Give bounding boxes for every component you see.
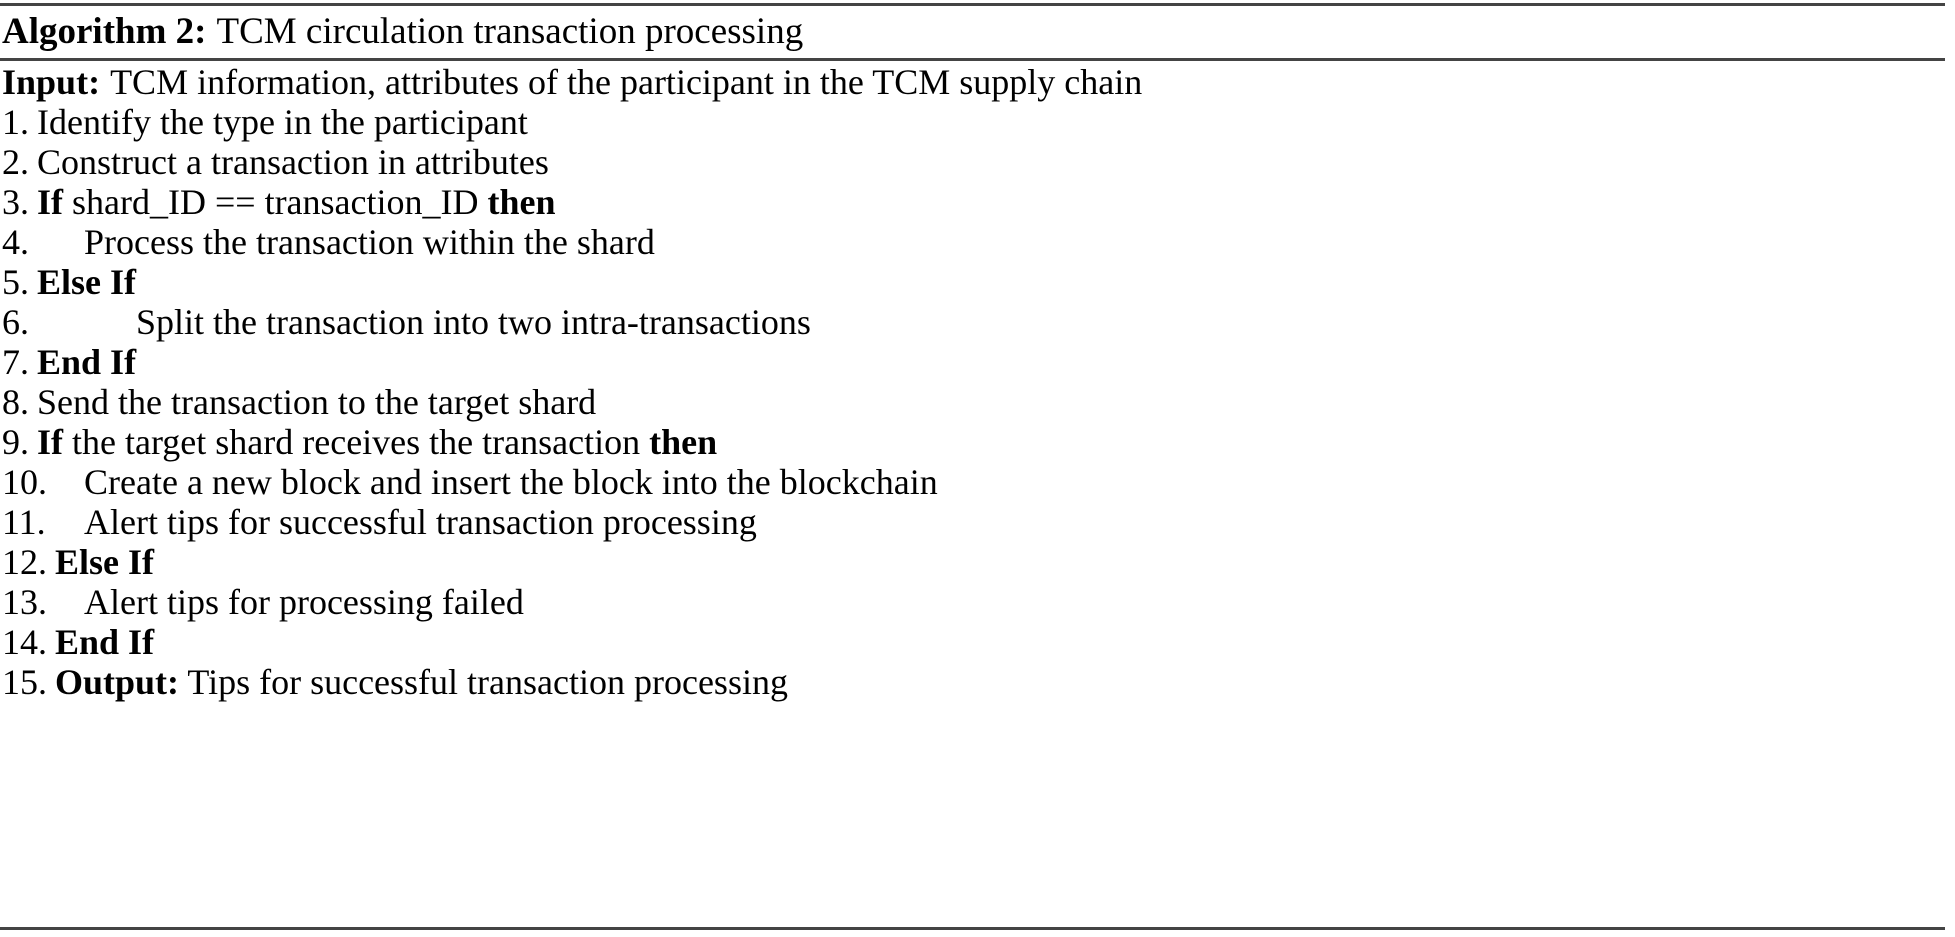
algorithm-step-number: 3. [2,182,29,222]
algorithm-step-text: Tips for successful transaction processi… [179,662,788,702]
algorithm-step-number: 11. [2,502,46,542]
algorithm-body: Input:TCM information, attributes of the… [2,62,1947,702]
algorithm-step-text: shard_ID == transaction_ID [63,182,488,222]
algorithm-step: 5.Else If [2,262,1947,302]
algorithm-step: 15.Output: Tips for successful transacti… [2,662,1947,702]
algorithm-step-number: 1. [2,102,29,142]
algorithm-caption-label: Algorithm 2: [2,11,207,52]
algorithm-step-text: Process the transaction within the shard [84,222,655,262]
algorithm-step: 12.Else If [2,542,1947,582]
algorithm-top-rule [0,3,1945,6]
algorithm-step: 7.End If [2,342,1947,382]
algorithm-step-number: 13. [2,582,47,622]
algorithm-keyword: then [649,422,718,462]
algorithm-step-text: Create a new block and insert the block … [84,462,938,502]
algorithm-caption-title: TCM circulation transaction processing [216,11,804,52]
algorithm-step-text: the target shard receives the transactio… [63,422,650,462]
algorithm-step: 8.Send the transaction to the target sha… [2,382,1947,422]
algorithm-step: 6. Split the transaction into two intra-t… [2,302,1947,342]
algorithm-step-number: 10. [2,462,47,502]
algorithm-step-number: 8. [2,382,29,422]
algorithm-step-number: 15. [2,662,47,702]
algorithm-keyword: Output: [55,662,180,702]
algorithm-keyword: End If [37,342,137,382]
algorithm-step-text: Send the transaction to the target shard [37,382,597,422]
algorithm-step: 4. Process the transaction within the sha… [2,222,1947,262]
algorithm-keyword: Else If [55,542,154,582]
algorithm-step: 11. Alert tips for successful transaction… [2,502,1947,542]
algorithm-caption: Algorithm 2:TCM circulation transaction … [2,9,803,55]
algorithm-step: 1.Identify the type in the participant [2,102,1947,142]
algorithm-step: 3.If shard_ID == transaction_ID then [2,182,1947,222]
algorithm-step: 10. Create a new block and insert the blo… [2,462,1947,502]
algorithm-keyword: Else If [37,262,136,302]
algorithm-step-number: 2. [2,142,29,182]
algorithm-step-number: 6. [2,302,29,342]
algorithm-step: 13. Alert tips for processing failed [2,582,1947,622]
algorithm-header-rule [0,58,1945,61]
algorithm-step-text: Construct a transaction in attributes [37,142,549,182]
algorithm-step-text: Alert tips for successful transaction pr… [84,502,757,542]
algorithm-step-number: 12. [2,542,47,582]
algorithm-step-number: 14. [2,622,47,662]
input-text: TCM information, attributes of the parti… [110,62,1143,102]
algorithm-input-line: Input:TCM information, attributes of the… [2,62,1947,102]
algorithm-keyword: If [37,422,63,462]
algorithm-keyword: End If [55,622,155,662]
algorithm-step-text: Identify the type in the participant [37,102,528,142]
algorithm-step-number: 9. [2,422,29,462]
algorithm-step: 14.End If [2,622,1947,662]
algorithm-step-number: 5. [2,262,29,302]
algorithm-step-text: Alert tips for processing failed [84,582,524,622]
algorithm-keyword: then [487,182,556,222]
algorithm-step-number: 7. [2,342,29,382]
algorithm-step: 2.Construct a transaction in attributes [2,142,1947,182]
algorithm-step: 9.If the target shard receives the trans… [2,422,1947,462]
algorithm-step-text: Split the transaction into two intra-tra… [136,302,811,342]
algorithm-keyword: If [37,182,63,222]
algorithm-step-number: 4. [2,222,29,262]
algorithm-bottom-rule [0,927,1945,930]
input-label: Input: [2,62,101,102]
